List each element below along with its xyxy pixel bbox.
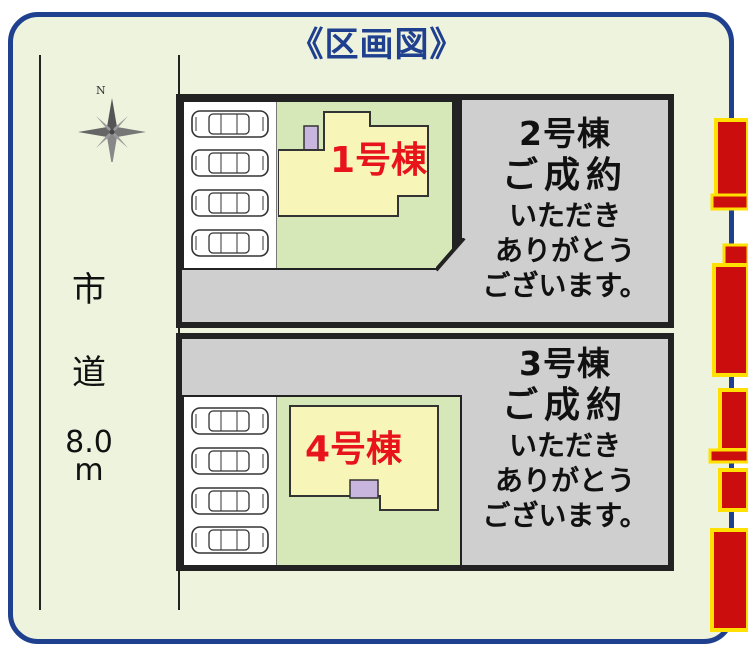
lot-3-sold-line-3: ありがとう [494, 464, 635, 497]
lot-3-sold-line-4: ございます。 [482, 499, 648, 532]
car-icon [191, 526, 269, 554]
car-icon [191, 189, 269, 217]
lot-2-sold-line-2: いただき [508, 199, 621, 232]
north-label: N [96, 84, 106, 97]
house-4-label: 4号棟 [305, 429, 403, 470]
lot-2-sold-notice: 2号棟 ご成約 いただき ありがとう ございます。 [460, 114, 670, 303]
house-1-footprint [278, 111, 429, 217]
house-1-label: 1号棟 [330, 140, 428, 181]
lot-1-corner-cut [436, 238, 466, 272]
road-width-unit: m [74, 453, 104, 488]
car-icon [191, 407, 269, 435]
road-label-1: 市 [72, 270, 106, 310]
page-title: 《区画図》 [289, 25, 465, 65]
lot-2-name: 2号棟 [519, 114, 611, 153]
car-icon [191, 149, 269, 177]
car-icon [191, 487, 269, 515]
house-4-footprint [289, 405, 439, 511]
lot-2-sold-line-1: ご成約 [501, 155, 628, 196]
car-icon [191, 447, 269, 475]
lot-3-sold-line-1: ご成約 [501, 385, 628, 426]
lot-4-parking [184, 397, 277, 565]
lot-2-sold-line-3: ありがとう [494, 234, 635, 267]
road-edge-line-right [178, 55, 180, 610]
road-label-2: 道 [72, 353, 106, 393]
road-edge-line-left [39, 55, 41, 610]
road-width-value: 8.0 [65, 425, 113, 460]
car-icon [191, 229, 269, 257]
compass-rose-icon: N [78, 84, 146, 162]
lot-3-sold-notice: 3号棟 ご成約 いただき ありがとう ございます。 [460, 344, 670, 533]
lot-1-parking [184, 102, 277, 268]
side-banner-decoration [708, 118, 748, 632]
lot-3-sold-line-2: いただき [508, 429, 621, 462]
lot-3-name: 3号棟 [519, 344, 611, 383]
lot-2-sold-line-4: ございます。 [482, 269, 648, 302]
car-icon [191, 110, 269, 138]
